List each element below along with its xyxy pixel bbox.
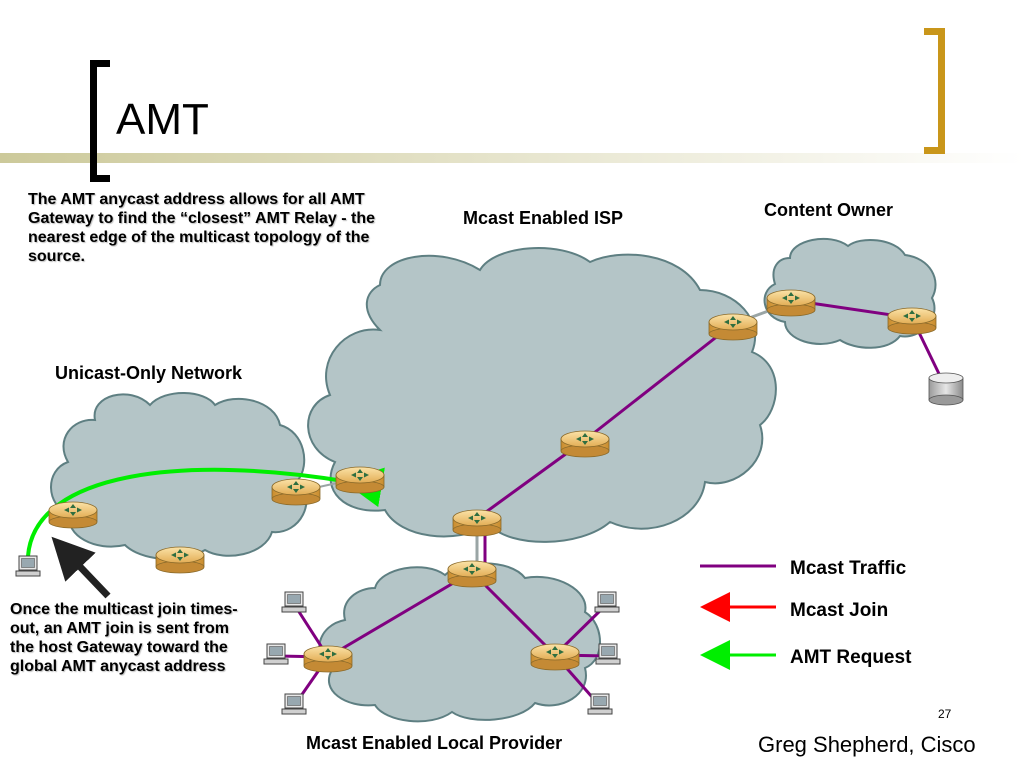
router-unicast-border	[271, 478, 321, 506]
host-local-1-computer-icon	[281, 591, 307, 613]
router-local-core	[447, 560, 497, 588]
anycast-note: The AMT anycast address allows for all A…	[28, 191, 376, 265]
unicast-network-label: Unicast-Only Network	[55, 363, 243, 383]
router-unicast-inner	[155, 546, 205, 574]
router-isp-edge-unicast	[335, 466, 385, 494]
local-provider-label: Mcast Enabled Local Provider	[306, 733, 563, 753]
router-isp-core	[560, 430, 610, 458]
title-underline-bar	[0, 153, 1024, 163]
isp-label: Mcast Enabled ISP	[463, 208, 624, 228]
isp-cloud	[307, 247, 777, 543]
router-local-left	[303, 645, 353, 673]
local-provider-cloud	[318, 562, 601, 723]
host-unicast-computer-icon	[15, 555, 41, 577]
legend-label-mcast-join: Mcast Join	[790, 600, 889, 621]
router-owner-2	[887, 307, 937, 335]
host-local-6-computer-icon	[587, 693, 613, 715]
router-owner-1	[766, 289, 816, 317]
host-local-3-computer-icon	[281, 693, 307, 715]
content-owner-label: Content Owner	[764, 200, 893, 220]
router-isp-edge-owner	[708, 313, 758, 341]
router-unicast-gateway	[48, 501, 98, 529]
amt-request-path	[26, 467, 385, 557]
page-number: 27	[938, 707, 952, 721]
amt-join-note: Once the multicast join times-out, an AM…	[10, 601, 238, 675]
host-local-2-computer-icon	[263, 643, 289, 665]
legend-label-mcast-traffic: Mcast Traffic	[790, 558, 907, 579]
legend-label-amt-request: AMT Request	[790, 647, 912, 668]
slide-title: AMT	[116, 95, 209, 144]
unicast-cloud	[50, 392, 308, 561]
right-bracket-decoration	[924, 28, 945, 154]
author-credit: Greg Shepherd, Cisco	[758, 732, 976, 757]
host-local-5-computer-icon	[595, 643, 621, 665]
callout-arrow-icon	[51, 536, 111, 599]
router-local-right	[530, 643, 580, 671]
left-bracket-decoration	[90, 60, 110, 182]
router-isp-edge-local	[452, 509, 502, 537]
source-server-icon	[928, 372, 964, 406]
host-local-4-computer-icon	[594, 591, 620, 613]
